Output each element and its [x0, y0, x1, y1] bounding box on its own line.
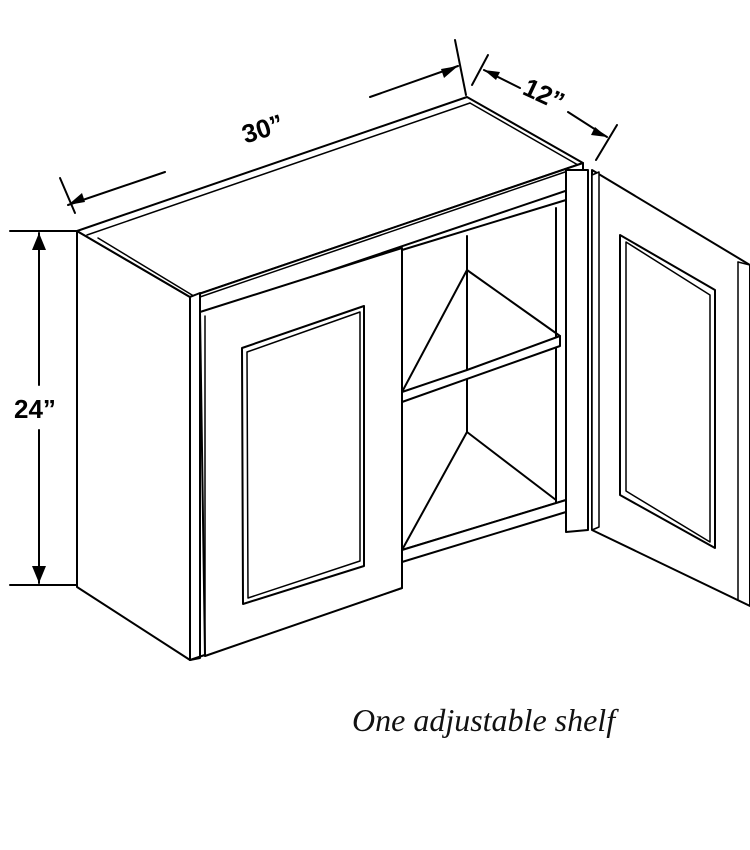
depth-label: 12” — [519, 72, 570, 117]
cabinet-body — [76, 96, 589, 661]
width-label: 30” — [238, 108, 287, 149]
right-door — [591, 169, 750, 607]
height-label: 24” — [14, 394, 56, 424]
depth-dimension: 12” — [471, 54, 618, 161]
left-door — [199, 247, 403, 657]
caption: One adjustable shelf — [352, 702, 616, 738]
width-dimension: 30” — [59, 39, 467, 214]
height-dimension: 24” — [9, 230, 77, 586]
